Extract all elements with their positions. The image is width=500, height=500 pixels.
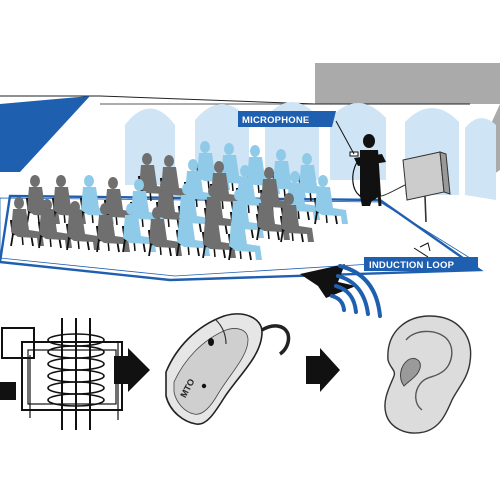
ear-icon	[384, 315, 472, 434]
wireless-signal-icon	[330, 264, 382, 318]
microphone-text: MICROPHONE	[242, 115, 309, 126]
right-arrow-icon-1	[114, 348, 150, 392]
induction-loop-label: INDUCTION LOOP	[364, 242, 478, 271]
hearing-aid: MTO	[165, 313, 291, 425]
room	[0, 63, 500, 500]
back-corner	[315, 63, 500, 104]
loop-amplifier	[380, 151, 451, 223]
right-arrow-icon-2	[306, 348, 340, 392]
induction-loop-text: INDUCTION LOOP	[369, 260, 455, 271]
microphone-label: MICROPHONE	[238, 111, 355, 155]
telecoil-icon	[0, 318, 123, 430]
left-window	[0, 96, 90, 172]
